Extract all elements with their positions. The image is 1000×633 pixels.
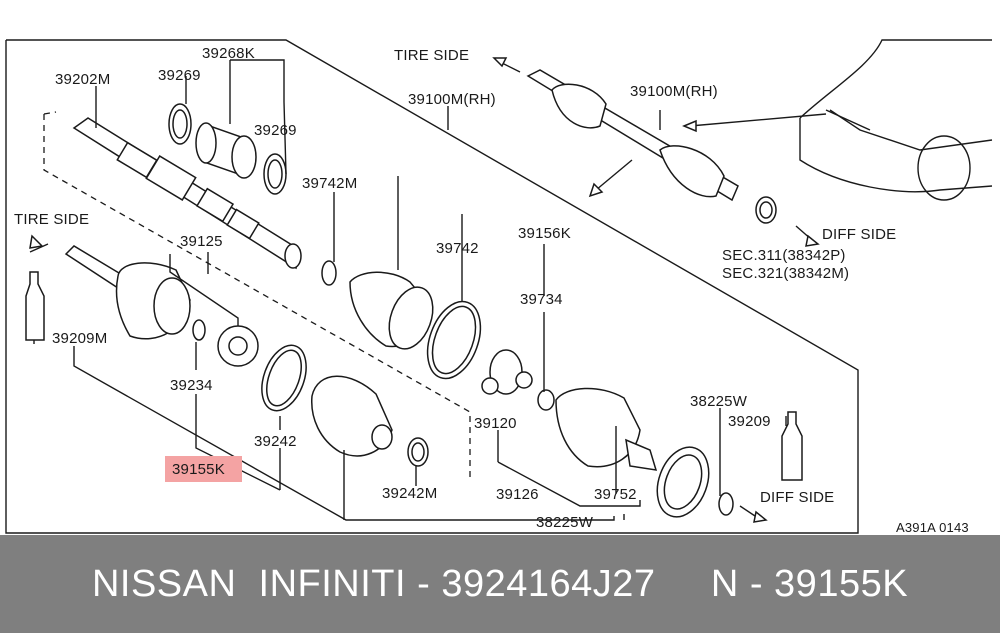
label-39155k: 39155K	[172, 461, 225, 478]
grease-tube-left	[25, 271, 45, 341]
label-39100m-top: 39100M(RH)	[630, 83, 718, 100]
leader-lines	[33, 59, 787, 521]
label-39202m: 39202M	[55, 71, 110, 88]
grease-tube-right	[781, 411, 803, 481]
label-39156k: 39156K	[518, 225, 571, 242]
tripod-joint	[481, 349, 734, 518]
label-39100m-center: 39100M(RH)	[408, 91, 496, 108]
label-39242m: 39242M	[382, 485, 437, 502]
label-39742: 39742	[436, 240, 479, 257]
label-39120: 39120	[474, 415, 517, 432]
highlight-box	[165, 456, 242, 482]
label-39734: 39734	[520, 291, 563, 308]
direction-arrows	[29, 57, 827, 523]
label-38225w-bottom: 38225W	[536, 514, 594, 531]
label-39242: 39242	[254, 433, 297, 450]
label-39209m: 39209M	[52, 330, 107, 347]
outer-cv-joint	[64, 245, 191, 340]
label-39269-top: 39269	[158, 67, 201, 84]
label-sec311: SEC.311(38342P)	[722, 247, 846, 264]
label-39125: 39125	[180, 233, 223, 250]
label-sec321: SEC.321(38342M)	[722, 265, 849, 282]
label-tire-side-top: TIRE SIDE	[394, 47, 469, 64]
assembly-dashed-outline	[43, 111, 471, 478]
diagram-frame	[5, 39, 859, 534]
label-39268k: 39268K	[202, 45, 255, 62]
label-39752: 39752	[594, 486, 637, 503]
diagram-code: A391A 0143	[896, 520, 969, 535]
part-labels: 39202M 39269 39268K 39269 39100M(RH) 397…	[14, 45, 969, 535]
inner-race-parts	[192, 319, 259, 367]
label-tire-side-left: TIRE SIDE	[14, 211, 89, 228]
boot-outer	[261, 344, 429, 467]
vehicle-sketch	[799, 39, 993, 201]
inner-shaft-39202m	[72, 117, 302, 270]
label-39269-right: 39269	[254, 122, 297, 139]
part-number-banner: NISSAN INFINITI - 3924164J27 N - 39155K	[0, 535, 1000, 633]
label-39126: 39126	[496, 486, 539, 503]
part-number-text: NISSAN INFINITI - 3924164J27 N - 39155K	[91, 562, 909, 605]
label-diff-side-bottom: DIFF SIDE	[760, 489, 834, 506]
label-38225w-top: 38225W	[690, 393, 748, 410]
label-diff-side-top: DIFF SIDE	[822, 226, 896, 243]
boot-inner	[321, 260, 482, 380]
drive-shaft-assembly	[526, 69, 777, 224]
label-39209: 39209	[728, 413, 771, 430]
parts-diagram: 39202M 39269 39268K 39269 39100M(RH) 397…	[5, 39, 993, 535]
label-39234: 39234	[170, 377, 213, 394]
damper-assembly	[168, 103, 287, 195]
label-39742m: 39742M	[302, 175, 357, 192]
